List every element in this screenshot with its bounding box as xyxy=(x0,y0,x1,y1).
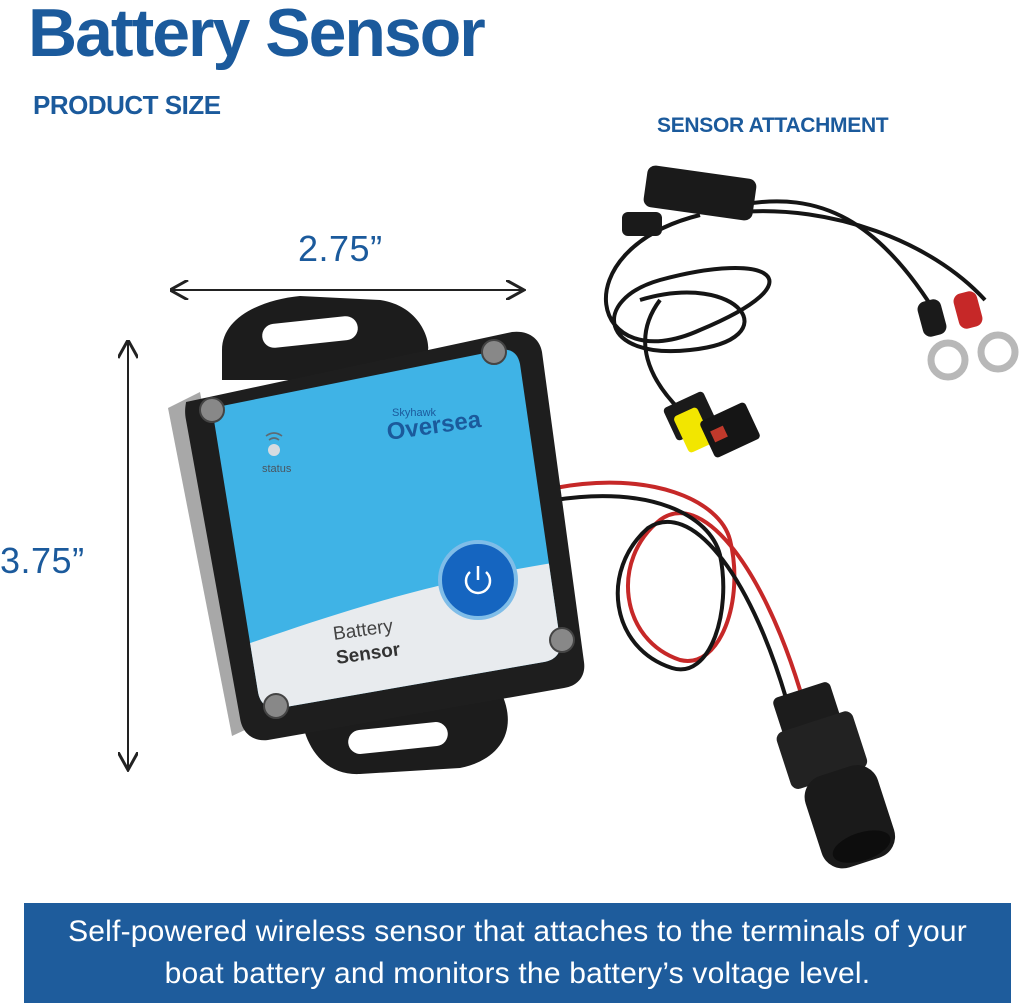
status-led xyxy=(268,444,280,456)
sensor-attachment-cable xyxy=(604,165,1019,458)
device-status-label: status xyxy=(262,463,292,475)
description-banner: Self-powered wireless sensor that attach… xyxy=(24,903,1011,1003)
page-title: Battery Sensor xyxy=(28,0,486,71)
ring-terminal-red xyxy=(977,331,1019,373)
wifi-icon xyxy=(265,432,283,441)
height-dimension-label: 3.75” xyxy=(0,540,85,581)
ring-terminal-black xyxy=(927,339,969,381)
battery-sensor-device xyxy=(185,331,585,741)
terminal-sleeve-red xyxy=(953,291,983,329)
device-wire xyxy=(554,480,802,699)
fuse-holder xyxy=(643,165,757,221)
sensor-attachment-heading: SENSOR ATTACHMENT xyxy=(657,114,889,137)
power-icon xyxy=(464,566,492,595)
terminal-sleeve-black xyxy=(917,299,947,337)
description-text: Self-powered wireless sensor that attach… xyxy=(68,915,967,990)
device-brand-small: Skyhawk xyxy=(392,407,437,419)
product-size-heading: PRODUCT SIZE xyxy=(33,90,221,120)
width-dimension-label: 2.75” xyxy=(298,228,383,269)
waterproof-plug xyxy=(773,682,896,869)
